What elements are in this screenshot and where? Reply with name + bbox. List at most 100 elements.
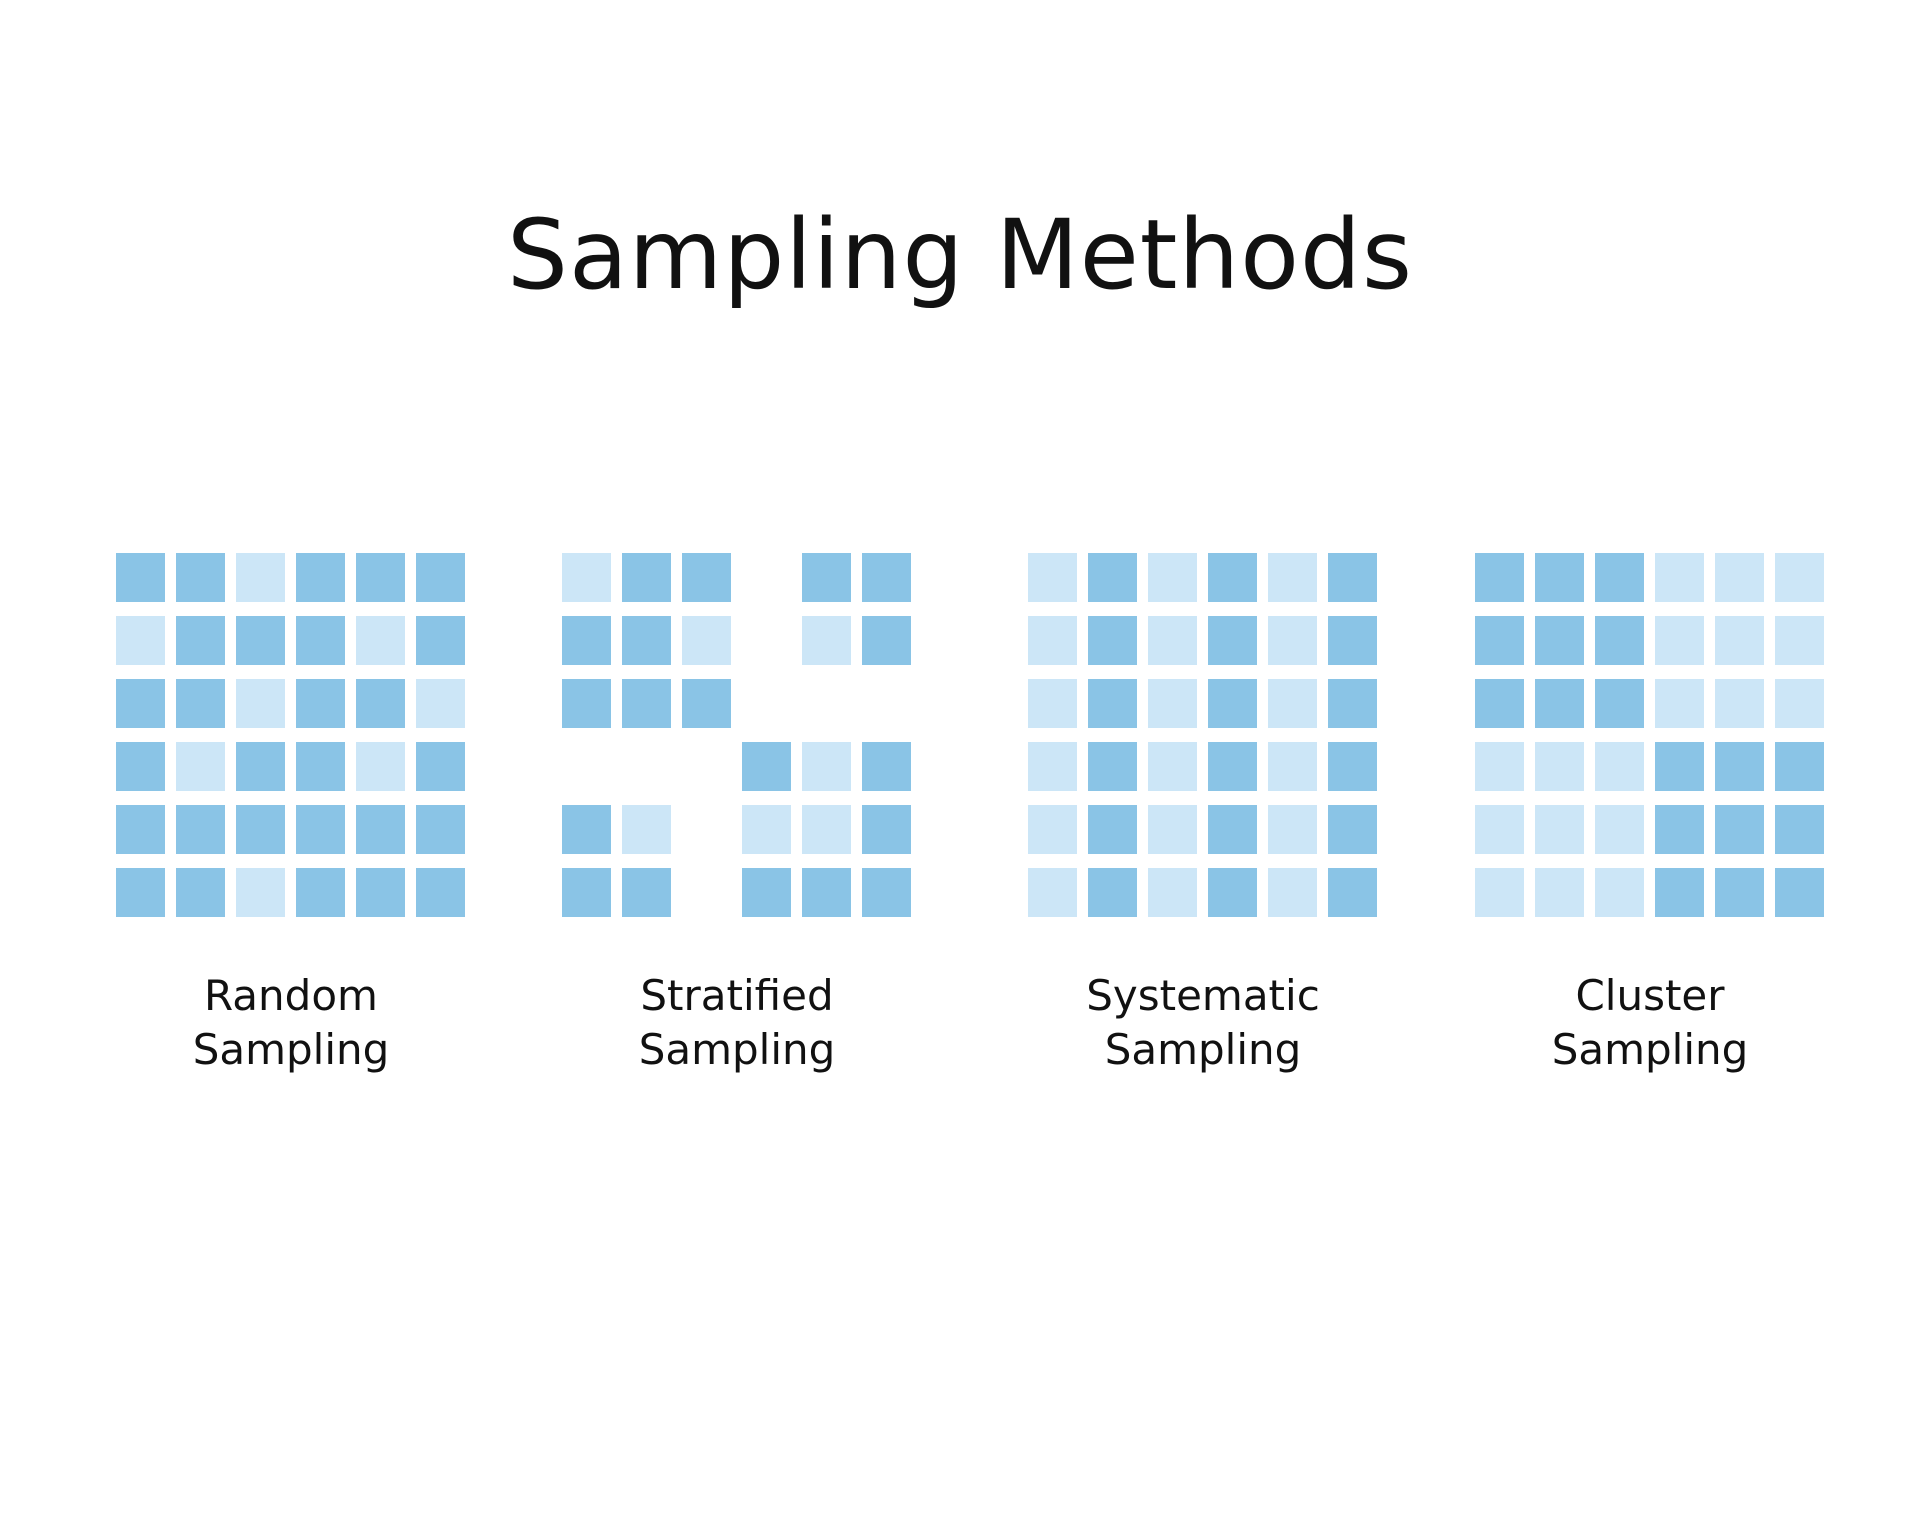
- cluster-cell-selected: [1655, 868, 1704, 917]
- cluster-cell-selected: [1535, 679, 1584, 728]
- cluster-cell-selected: [1715, 742, 1764, 791]
- stratified-sampling-grid: [562, 553, 912, 918]
- stratified-cell-selected: [802, 868, 851, 917]
- stratified-cell-selected: [862, 616, 911, 665]
- systematic-cell-unselected: [1148, 868, 1197, 917]
- cluster-cell-selected: [1775, 805, 1824, 854]
- systematic-cell-selected: [1088, 616, 1137, 665]
- stratified-cell-selected: [622, 553, 671, 602]
- systematic-cell-selected: [1088, 805, 1137, 854]
- random-cell-unselected: [236, 868, 285, 917]
- stratified-cell-selected: [742, 868, 791, 917]
- cluster-cell-unselected: [1775, 679, 1824, 728]
- systematic-cell-unselected: [1148, 805, 1197, 854]
- stratified-cell-selected: [862, 742, 911, 791]
- cluster-cell-unselected: [1595, 742, 1644, 791]
- random-cell-selected: [176, 679, 225, 728]
- cluster-cell-selected: [1655, 805, 1704, 854]
- random-sampling-grid: [116, 553, 466, 918]
- cluster-cell-unselected: [1715, 616, 1764, 665]
- random-cell-selected: [236, 805, 285, 854]
- random-cell-selected: [176, 868, 225, 917]
- systematic-cell-selected: [1208, 679, 1257, 728]
- random-cell-unselected: [416, 679, 465, 728]
- random-cell-selected: [416, 616, 465, 665]
- stratified-cell-selected: [622, 679, 671, 728]
- stratified-cell-selected: [682, 679, 731, 728]
- stratified-cell-selected: [562, 616, 611, 665]
- random-cell-selected: [296, 868, 345, 917]
- cluster-cell-unselected: [1655, 616, 1704, 665]
- systematic-cell-selected: [1088, 679, 1137, 728]
- random-sampling-label-line2: Sampling: [192, 1025, 390, 1074]
- systematic-cell-unselected: [1028, 805, 1077, 854]
- cluster-cell-selected: [1475, 679, 1524, 728]
- systematic-cell-unselected: [1148, 616, 1197, 665]
- random-cell-selected: [296, 616, 345, 665]
- random-cell-selected: [356, 553, 405, 602]
- random-cell-selected: [296, 553, 345, 602]
- stratified-cell-unselected: [802, 616, 851, 665]
- systematic-cell-selected: [1088, 868, 1137, 917]
- stratified-sampling-label-line1: Stratified: [640, 971, 834, 1020]
- cluster-sampling-grid: [1475, 553, 1825, 918]
- sampling-methods-row: Random Sampling Stratified Sampling Syst…: [0, 553, 1920, 1093]
- random-cell-selected: [116, 868, 165, 917]
- random-cell-selected: [236, 742, 285, 791]
- cluster-cell-selected: [1775, 742, 1824, 791]
- systematic-cell-unselected: [1028, 679, 1077, 728]
- random-cell-selected: [356, 868, 405, 917]
- stratified-cell-selected: [622, 616, 671, 665]
- cluster-cell-selected: [1715, 868, 1764, 917]
- stratified-cell-unselected: [682, 616, 731, 665]
- random-cell-selected: [176, 553, 225, 602]
- systematic-cell-selected: [1088, 553, 1137, 602]
- random-sampling-label-line1: Random: [204, 971, 378, 1020]
- cluster-cell-unselected: [1535, 742, 1584, 791]
- random-cell-selected: [356, 805, 405, 854]
- systematic-cell-selected: [1208, 616, 1257, 665]
- systematic-cell-selected: [1328, 868, 1377, 917]
- systematic-cell-unselected: [1268, 742, 1317, 791]
- systematic-cell-selected: [1088, 742, 1137, 791]
- random-cell-selected: [176, 805, 225, 854]
- systematic-cell-selected: [1208, 553, 1257, 602]
- stratified-cell-unselected: [562, 553, 611, 602]
- stratified-cell-selected: [742, 742, 791, 791]
- cluster-cell-selected: [1655, 742, 1704, 791]
- systematic-cell-selected: [1328, 553, 1377, 602]
- cluster-cell-selected: [1595, 553, 1644, 602]
- stratified-sampling-label: Stratified Sampling: [522, 969, 952, 1077]
- systematic-cell-unselected: [1268, 679, 1317, 728]
- stratified-cell-selected: [622, 868, 671, 917]
- random-cell-unselected: [236, 679, 285, 728]
- cluster-cell-unselected: [1475, 805, 1524, 854]
- random-cell-selected: [356, 679, 405, 728]
- stratified-cell-unselected: [742, 805, 791, 854]
- stratified-cell-selected: [802, 553, 851, 602]
- random-cell-unselected: [356, 616, 405, 665]
- cluster-cell-selected: [1475, 616, 1524, 665]
- random-cell-unselected: [116, 616, 165, 665]
- systematic-cell-selected: [1328, 616, 1377, 665]
- cluster-cell-selected: [1535, 553, 1584, 602]
- random-cell-selected: [416, 742, 465, 791]
- cluster-cell-unselected: [1535, 868, 1584, 917]
- diagram-title: Sampling Methods: [507, 199, 1413, 311]
- random-cell-selected: [116, 679, 165, 728]
- random-cell-selected: [416, 553, 465, 602]
- cluster-cell-unselected: [1595, 805, 1644, 854]
- stratified-cell-selected: [862, 553, 911, 602]
- cluster-cell-selected: [1535, 616, 1584, 665]
- cluster-cell-unselected: [1715, 679, 1764, 728]
- cluster-cell-unselected: [1775, 553, 1824, 602]
- systematic-cell-unselected: [1028, 553, 1077, 602]
- cluster-sampling-label-line2: Sampling: [1551, 1025, 1749, 1074]
- systematic-sampling-grid: [1028, 553, 1378, 918]
- random-cell-unselected: [356, 742, 405, 791]
- random-sampling-label: Random Sampling: [76, 969, 506, 1077]
- systematic-cell-unselected: [1268, 616, 1317, 665]
- random-cell-selected: [296, 679, 345, 728]
- stratified-cell-selected: [862, 868, 911, 917]
- cluster-cell-selected: [1475, 553, 1524, 602]
